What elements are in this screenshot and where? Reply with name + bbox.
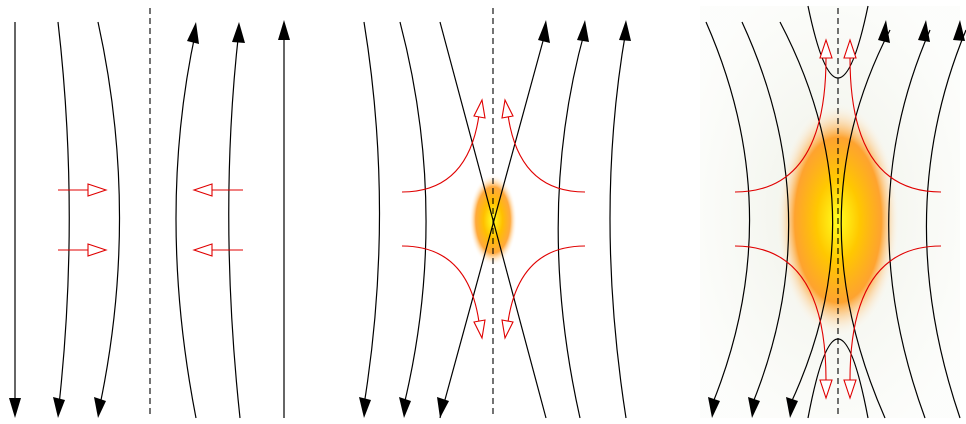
flow-arrow <box>849 245 942 381</box>
field-line <box>609 29 627 419</box>
up-arrowhead-icon <box>232 22 245 43</box>
flow-arrowhead-icon <box>473 319 486 340</box>
field-line <box>175 29 197 419</box>
up-arrowhead-icon <box>878 20 890 43</box>
up-arrowhead-icon <box>577 20 589 42</box>
flow-arrowhead-icon <box>192 243 213 257</box>
down-arrowhead-icon <box>437 397 449 418</box>
up-arrowhead-icon <box>953 20 965 41</box>
flow-arrow <box>849 57 942 193</box>
field-line <box>925 29 966 419</box>
field-line <box>439 21 547 419</box>
flow-arrowhead-icon <box>843 379 857 400</box>
flow-arrow <box>507 114 586 193</box>
up-arrowhead-icon <box>918 20 930 42</box>
down-arrowhead-icon <box>786 397 798 418</box>
flow-arrow <box>401 114 480 193</box>
down-arrowhead-icon <box>708 397 720 418</box>
panel-1 <box>9 8 290 419</box>
flow-arrowhead-icon <box>819 38 833 59</box>
down-arrowhead-icon <box>399 397 411 418</box>
up-arrowhead-icon <box>619 20 631 41</box>
up-arrowhead-icon <box>278 20 290 40</box>
field-line <box>363 21 381 406</box>
up-arrowhead-icon <box>187 22 199 44</box>
up-arrowhead-icon <box>538 20 550 43</box>
panel-3 <box>700 5 966 419</box>
flow-arrowhead-icon <box>819 379 833 400</box>
flow-arrow <box>734 245 827 381</box>
field-line <box>228 29 241 419</box>
flow-arrow <box>734 57 827 193</box>
down-arrowhead-icon <box>748 397 760 418</box>
field-line <box>97 21 121 406</box>
panel-2 <box>359 8 631 419</box>
field-line <box>557 29 586 419</box>
flow-arrowhead-icon <box>843 38 857 59</box>
flow-arrowhead-icon <box>501 98 514 119</box>
flow-arrowhead-icon <box>501 319 514 340</box>
field-line <box>57 21 70 406</box>
down-arrowhead-icon <box>94 397 106 418</box>
field-line <box>439 29 547 419</box>
flow-arrowhead-icon <box>192 183 213 197</box>
flow-arrowhead-icon <box>87 183 108 197</box>
field-line <box>807 338 869 419</box>
flow-arrowhead-icon <box>473 98 486 119</box>
field-line <box>807 5 869 79</box>
field-line <box>888 29 931 419</box>
field-line <box>741 21 790 406</box>
field-line <box>705 21 751 406</box>
field-line <box>840 29 891 419</box>
flow-arrow <box>507 245 586 323</box>
down-arrowhead-icon <box>9 398 21 418</box>
flow-arrow <box>401 245 480 323</box>
flow-arrowhead-icon <box>87 243 108 257</box>
field-line <box>399 21 427 406</box>
down-arrowhead-icon <box>53 397 65 418</box>
down-arrowhead-icon <box>359 397 371 418</box>
field-line <box>779 21 834 406</box>
